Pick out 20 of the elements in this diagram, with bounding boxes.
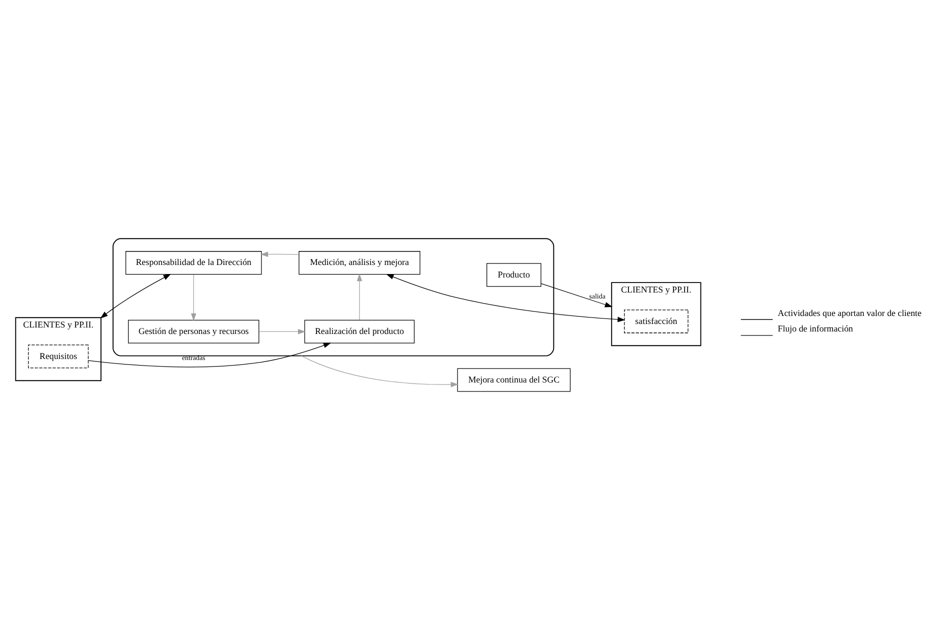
node-box: Mejora continua del SGC (457, 368, 571, 392)
arrow (100, 274, 172, 319)
arrow (260, 252, 300, 257)
arrow (258, 328, 306, 334)
cluster (112, 238, 554, 356)
arrow (190, 274, 196, 322)
node-box: Realización del producto (304, 320, 415, 344)
node-box: Medición, análisis y mejora (298, 251, 420, 275)
node-box: satisfacción (624, 310, 688, 334)
node-box: Producto (486, 263, 542, 287)
legend-label: Actividades que aportan valor de cliente (778, 308, 922, 318)
arrow (540, 283, 613, 308)
node-box: Gestión de personas y recursos (128, 320, 260, 344)
arrow (88, 342, 332, 368)
arrow (386, 274, 626, 322)
arrow (356, 274, 362, 320)
arrow (301, 355, 458, 388)
node-box: Responsabilidad de la Dirección (125, 251, 262, 275)
legend-label: Flujo de información (778, 324, 854, 334)
node-box: Requisitos (28, 344, 89, 368)
